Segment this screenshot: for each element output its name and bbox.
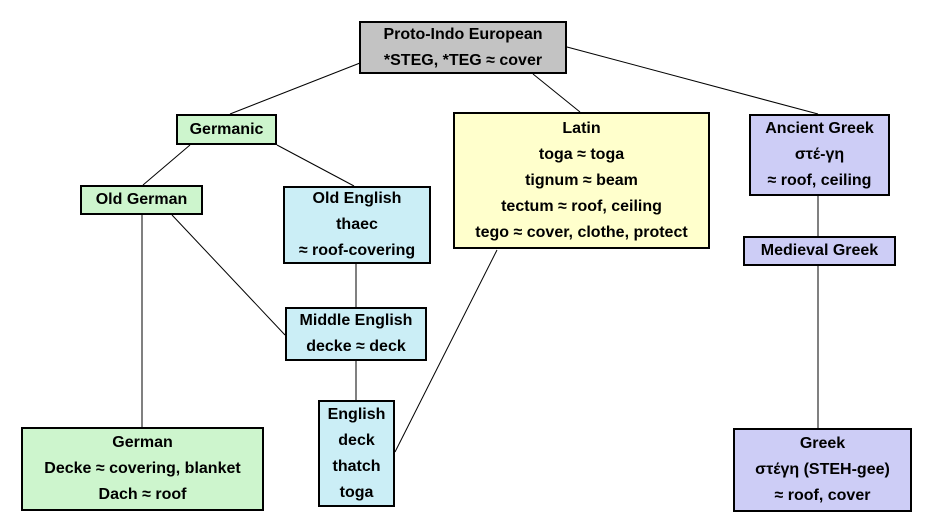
node-title: Greek [799,435,846,452]
edge-pie-latin [532,73,581,113]
node-word: toga [339,483,374,501]
node-title: Old English [312,190,402,207]
node-medieval-greek: Medieval Greek [743,236,896,266]
node-title: Germanic [189,120,264,138]
edge-pie-ancient-greek [566,46,819,115]
node-word: στέ-γη [794,146,845,163]
node-latin: Latin toga ≈ toga tignum ≈ beam tectum ≈… [453,112,710,249]
node-gloss: ≈ roof, cover [774,487,871,504]
node-word: στέγη (STEH-gee) [755,461,890,478]
node-word: tectum ≈ roof, ceiling [501,197,662,215]
node-word: tignum ≈ beam [525,171,638,189]
node-title: Medieval Greek [760,242,879,259]
node-gloss: ≈ roof-covering [298,242,416,259]
node-english: English deck thatch toga [318,400,395,507]
node-title: German [112,434,173,451]
node-ancient-greek: Ancient Greek στέ-γη ≈ roof, ceiling [749,114,890,196]
node-greek: Greek στέγη (STEH-gee) ≈ roof, cover [733,428,912,512]
node-word: thaec [336,216,378,233]
edge-old-german-middle-english [171,214,286,336]
node-gloss: ≈ roof, ceiling [767,172,872,189]
node-middle-english: Middle English decke ≈ deck [285,307,427,361]
node-word: toga ≈ toga [538,145,625,163]
edge-pie-germanic [229,62,361,115]
edge-germanic-old-english [276,144,355,187]
node-german: German Decke ≈ covering, blanket Dach ≈ … [21,427,264,511]
edge-latin-english [394,249,498,453]
node-word: decke ≈ deck [306,338,406,355]
node-proto-indo-european: Proto-Indo European *STEG, *TEG ≈ cover [359,21,567,74]
node-old-german: Old German [80,185,203,215]
node-word: tego ≈ cover, clothe, protect [475,223,688,241]
node-title: Proto-Indo European [383,25,543,43]
node-old-english: Old English thaec ≈ roof-covering [283,186,431,264]
node-germanic: Germanic [176,114,277,145]
node-word: thatch [332,457,381,475]
node-word: deck [338,431,375,449]
node-word: Decke ≈ covering, blanket [44,460,241,477]
node-title: Latin [562,119,601,137]
node-title: Old German [95,191,188,208]
edge-germanic-old-german [142,144,191,186]
node-title: English [327,405,386,423]
node-title: Ancient Greek [765,120,874,137]
node-word: Dach ≈ roof [98,486,187,503]
node-gloss: *STEG, *TEG ≈ cover [383,51,543,69]
node-title: Middle English [299,312,413,329]
